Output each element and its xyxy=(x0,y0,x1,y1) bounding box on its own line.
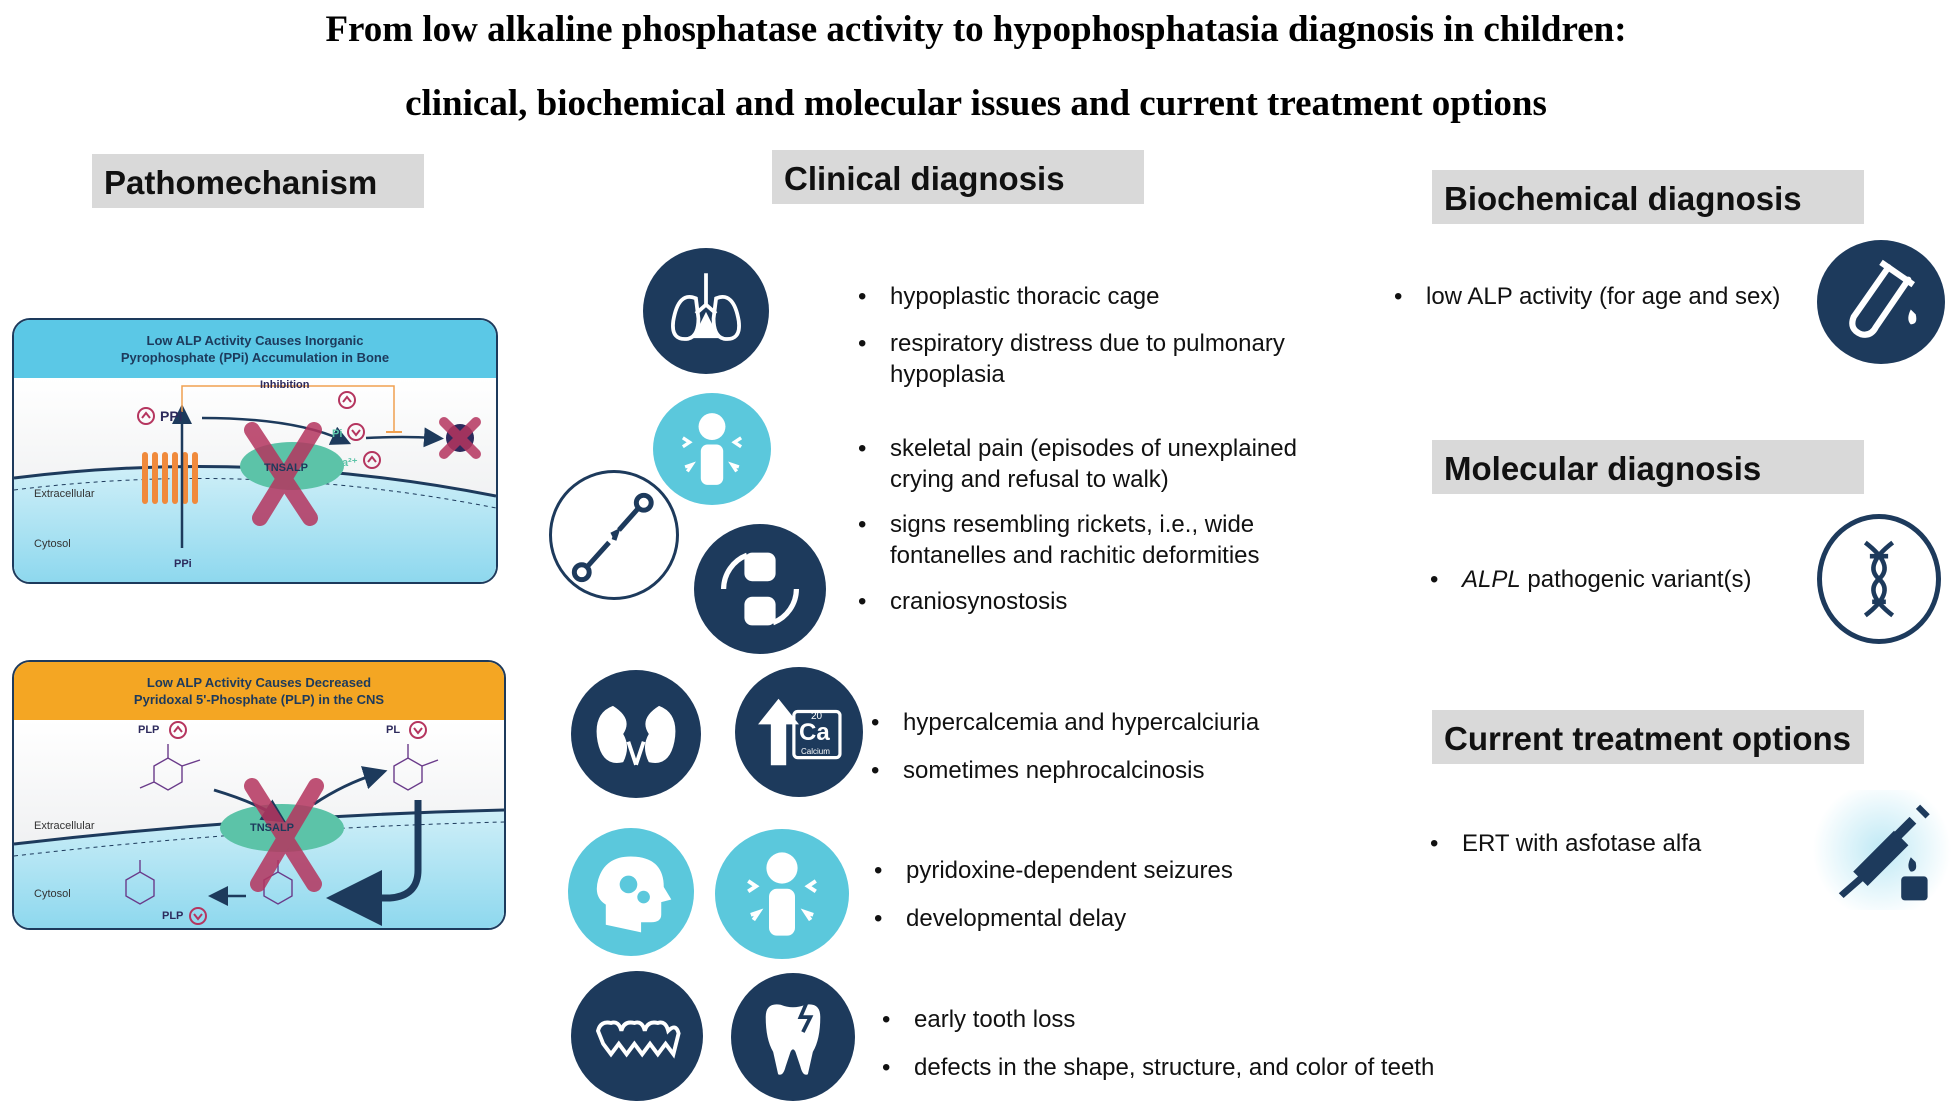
ppi-pathway-illustration xyxy=(14,378,496,582)
bullet-dot: • xyxy=(858,283,867,310)
clinical-text: pyridoxine-dependent seizures xyxy=(906,857,1233,884)
clinical-text: skeletal pain (episodes of unexplained c… xyxy=(890,435,1297,493)
brain-gears-icon xyxy=(568,828,694,956)
plp-extracellular-label: PLP xyxy=(138,724,160,736)
biochemical-text: low ALP activity (for age and sex) xyxy=(1426,283,1781,310)
pain-figure-icon xyxy=(653,393,771,505)
plp-panel-title-line-1: Low ALP Activity Causes Decreased xyxy=(146,675,372,690)
bullet-dot: • xyxy=(1430,566,1439,593)
clinical-text: signs resembling rickets, i.e., wide fon… xyxy=(890,511,1260,569)
calcium-icon: 20 Ca Calcium xyxy=(735,667,863,797)
clinical-diagnosis-header: Clinical diagnosis xyxy=(772,150,1144,204)
biochemical-diagnosis-header: Biochemical diagnosis xyxy=(1432,170,1864,224)
calcium-ion-label: Ca²⁺ xyxy=(334,457,358,469)
ppi-extracellular-label: PPi xyxy=(160,408,183,424)
lungs-icon xyxy=(643,248,769,374)
joint-icon xyxy=(694,524,826,654)
bullet-early-tooth-loss: • early tooth loss xyxy=(882,1004,1514,1035)
clinical-text: early tooth loss xyxy=(914,1006,1076,1033)
pain-figure-icon xyxy=(715,829,849,959)
bullet-hypercalcemia: • hypercalcemia and hypercalciuria xyxy=(871,707,1423,738)
pathomechanism-header: Pathomechanism xyxy=(92,154,424,208)
bullet-rickets-signs: • signs resembling rickets, i.e., wide fo… xyxy=(858,509,1360,571)
plp-pathway-illustration xyxy=(14,720,504,928)
extracellular-label-plp: Extracellular xyxy=(34,820,95,832)
cytosol-label-ppi: Cytosol xyxy=(34,538,71,550)
pl-transport-arrow xyxy=(326,800,422,926)
inhibition-label: Inhibition xyxy=(260,379,310,391)
title-line-1: From low alkaline phosphatase activity t… xyxy=(325,9,1627,50)
cytosol-plp-structure xyxy=(125,860,155,905)
bullet-hypoplastic-thoracic-cage: • hypoplastic thoracic cage xyxy=(858,281,1360,312)
calcium-name: Calcium xyxy=(801,747,830,756)
enzyme-block-x-ppi xyxy=(244,422,322,526)
bullet-dot: • xyxy=(858,588,867,615)
clinical-text: hypercalcemia and hypercalciuria xyxy=(903,709,1260,736)
bullet-tooth-defects: • defects in the shape, structure, and co… xyxy=(882,1052,1514,1083)
calcium-symbol: Ca xyxy=(799,719,830,746)
ppi-transporter xyxy=(142,452,198,504)
bullet-dot: • xyxy=(858,330,867,357)
clinical-text: developmental delay xyxy=(906,905,1127,932)
test-tube-icon xyxy=(1817,240,1945,364)
bullet-developmental-delay: • developmental delay xyxy=(874,903,1426,934)
bullet-skeletal-pain: • skeletal pain (episodes of unexplained … xyxy=(858,433,1360,495)
clinical-text: craniosynostosis xyxy=(890,588,1068,615)
calcium-atomic-number: 20 xyxy=(811,711,823,722)
bullet-craniosynostosis: • craniosynostosis xyxy=(858,586,1360,617)
bullet-pyridoxine-seizures: • pyridoxine-dependent seizures xyxy=(874,855,1426,886)
bullet-dot: • xyxy=(858,435,867,462)
bullet-dot: • xyxy=(874,905,883,932)
bullet-dot: • xyxy=(882,1054,891,1081)
bullet-dot: • xyxy=(858,511,867,538)
pl-molecule-structure xyxy=(393,744,439,791)
dna-icon xyxy=(1817,514,1941,644)
ppi-panel-title-line-1: Low ALP Activity Causes Inorganic xyxy=(146,333,364,348)
clinical-text: defects in the shape, structure, and col… xyxy=(914,1054,1435,1081)
enzyme-block-x-plp xyxy=(244,778,324,892)
broken-bone-icon xyxy=(549,470,679,600)
tnsalp-label-plp: TNSALP xyxy=(250,822,294,834)
treatment-options-header: Current treatment options xyxy=(1432,710,1864,764)
bullet-dot: • xyxy=(871,757,880,784)
extracellular-label-ppi: Extracellular xyxy=(34,488,95,500)
bullet-dot: • xyxy=(871,709,880,736)
treatment-text: ERT with asfotase alfa xyxy=(1462,830,1702,857)
ppi-panel-title-line-2: Pyrophosphate (PPi) Accumulation in Bone xyxy=(120,350,390,365)
broken-tooth-icon xyxy=(731,973,855,1101)
bullet-respiratory-distress: • respiratory distress due to pulmonary h… xyxy=(858,328,1360,390)
bullet-dot: • xyxy=(1430,830,1439,857)
bullet-dot: • xyxy=(882,1006,891,1033)
bullet-low-alp-activity: • low ALP activity (for age and sex) xyxy=(1394,281,1846,312)
clinical-text: respiratory distress due to pulmonary hy… xyxy=(890,330,1285,388)
molecular-diagnosis-header: Molecular diagnosis xyxy=(1432,440,1864,494)
plp-molecule-structure xyxy=(139,744,201,791)
bullet-dot: • xyxy=(874,857,883,884)
plp-panel-title-line-2: Pyridoxal 5'-Phosphate (PLP) in the CNS xyxy=(133,692,385,707)
bullet-nephrocalcinosis: • sometimes nephrocalcinosis xyxy=(871,755,1423,786)
ppi-cytosol-label: PPi xyxy=(174,558,192,570)
alpl-gene-name: ALPL xyxy=(1462,566,1521,593)
molecular-text: pathogenic variant(s) xyxy=(1520,566,1752,593)
pi-label: Pi xyxy=(332,428,343,440)
cytosol-label-plp: Cytosol xyxy=(34,888,71,900)
bullet-ert-asfotase: • ERT with asfotase alfa xyxy=(1430,828,1842,859)
kidney-icon xyxy=(571,670,701,798)
syringe-icon xyxy=(1812,790,1952,910)
plp-cytosol-label: PLP xyxy=(162,910,184,922)
teeth-icon xyxy=(571,971,703,1101)
bullet-dot: • xyxy=(1394,283,1403,310)
tnsalp-label-ppi: TNSALP xyxy=(264,462,308,474)
clinical-text: hypoplastic thoracic cage xyxy=(890,283,1160,310)
mineralization-block-x xyxy=(439,417,481,459)
clinical-text: sometimes nephrocalcinosis xyxy=(903,757,1205,784)
title-line-2: clinical, biochemical and molecular issu… xyxy=(405,83,1547,124)
bullet-alpl-variant: • ALPL pathogenic variant(s) xyxy=(1430,564,1842,595)
pl-label: PL xyxy=(386,724,401,736)
